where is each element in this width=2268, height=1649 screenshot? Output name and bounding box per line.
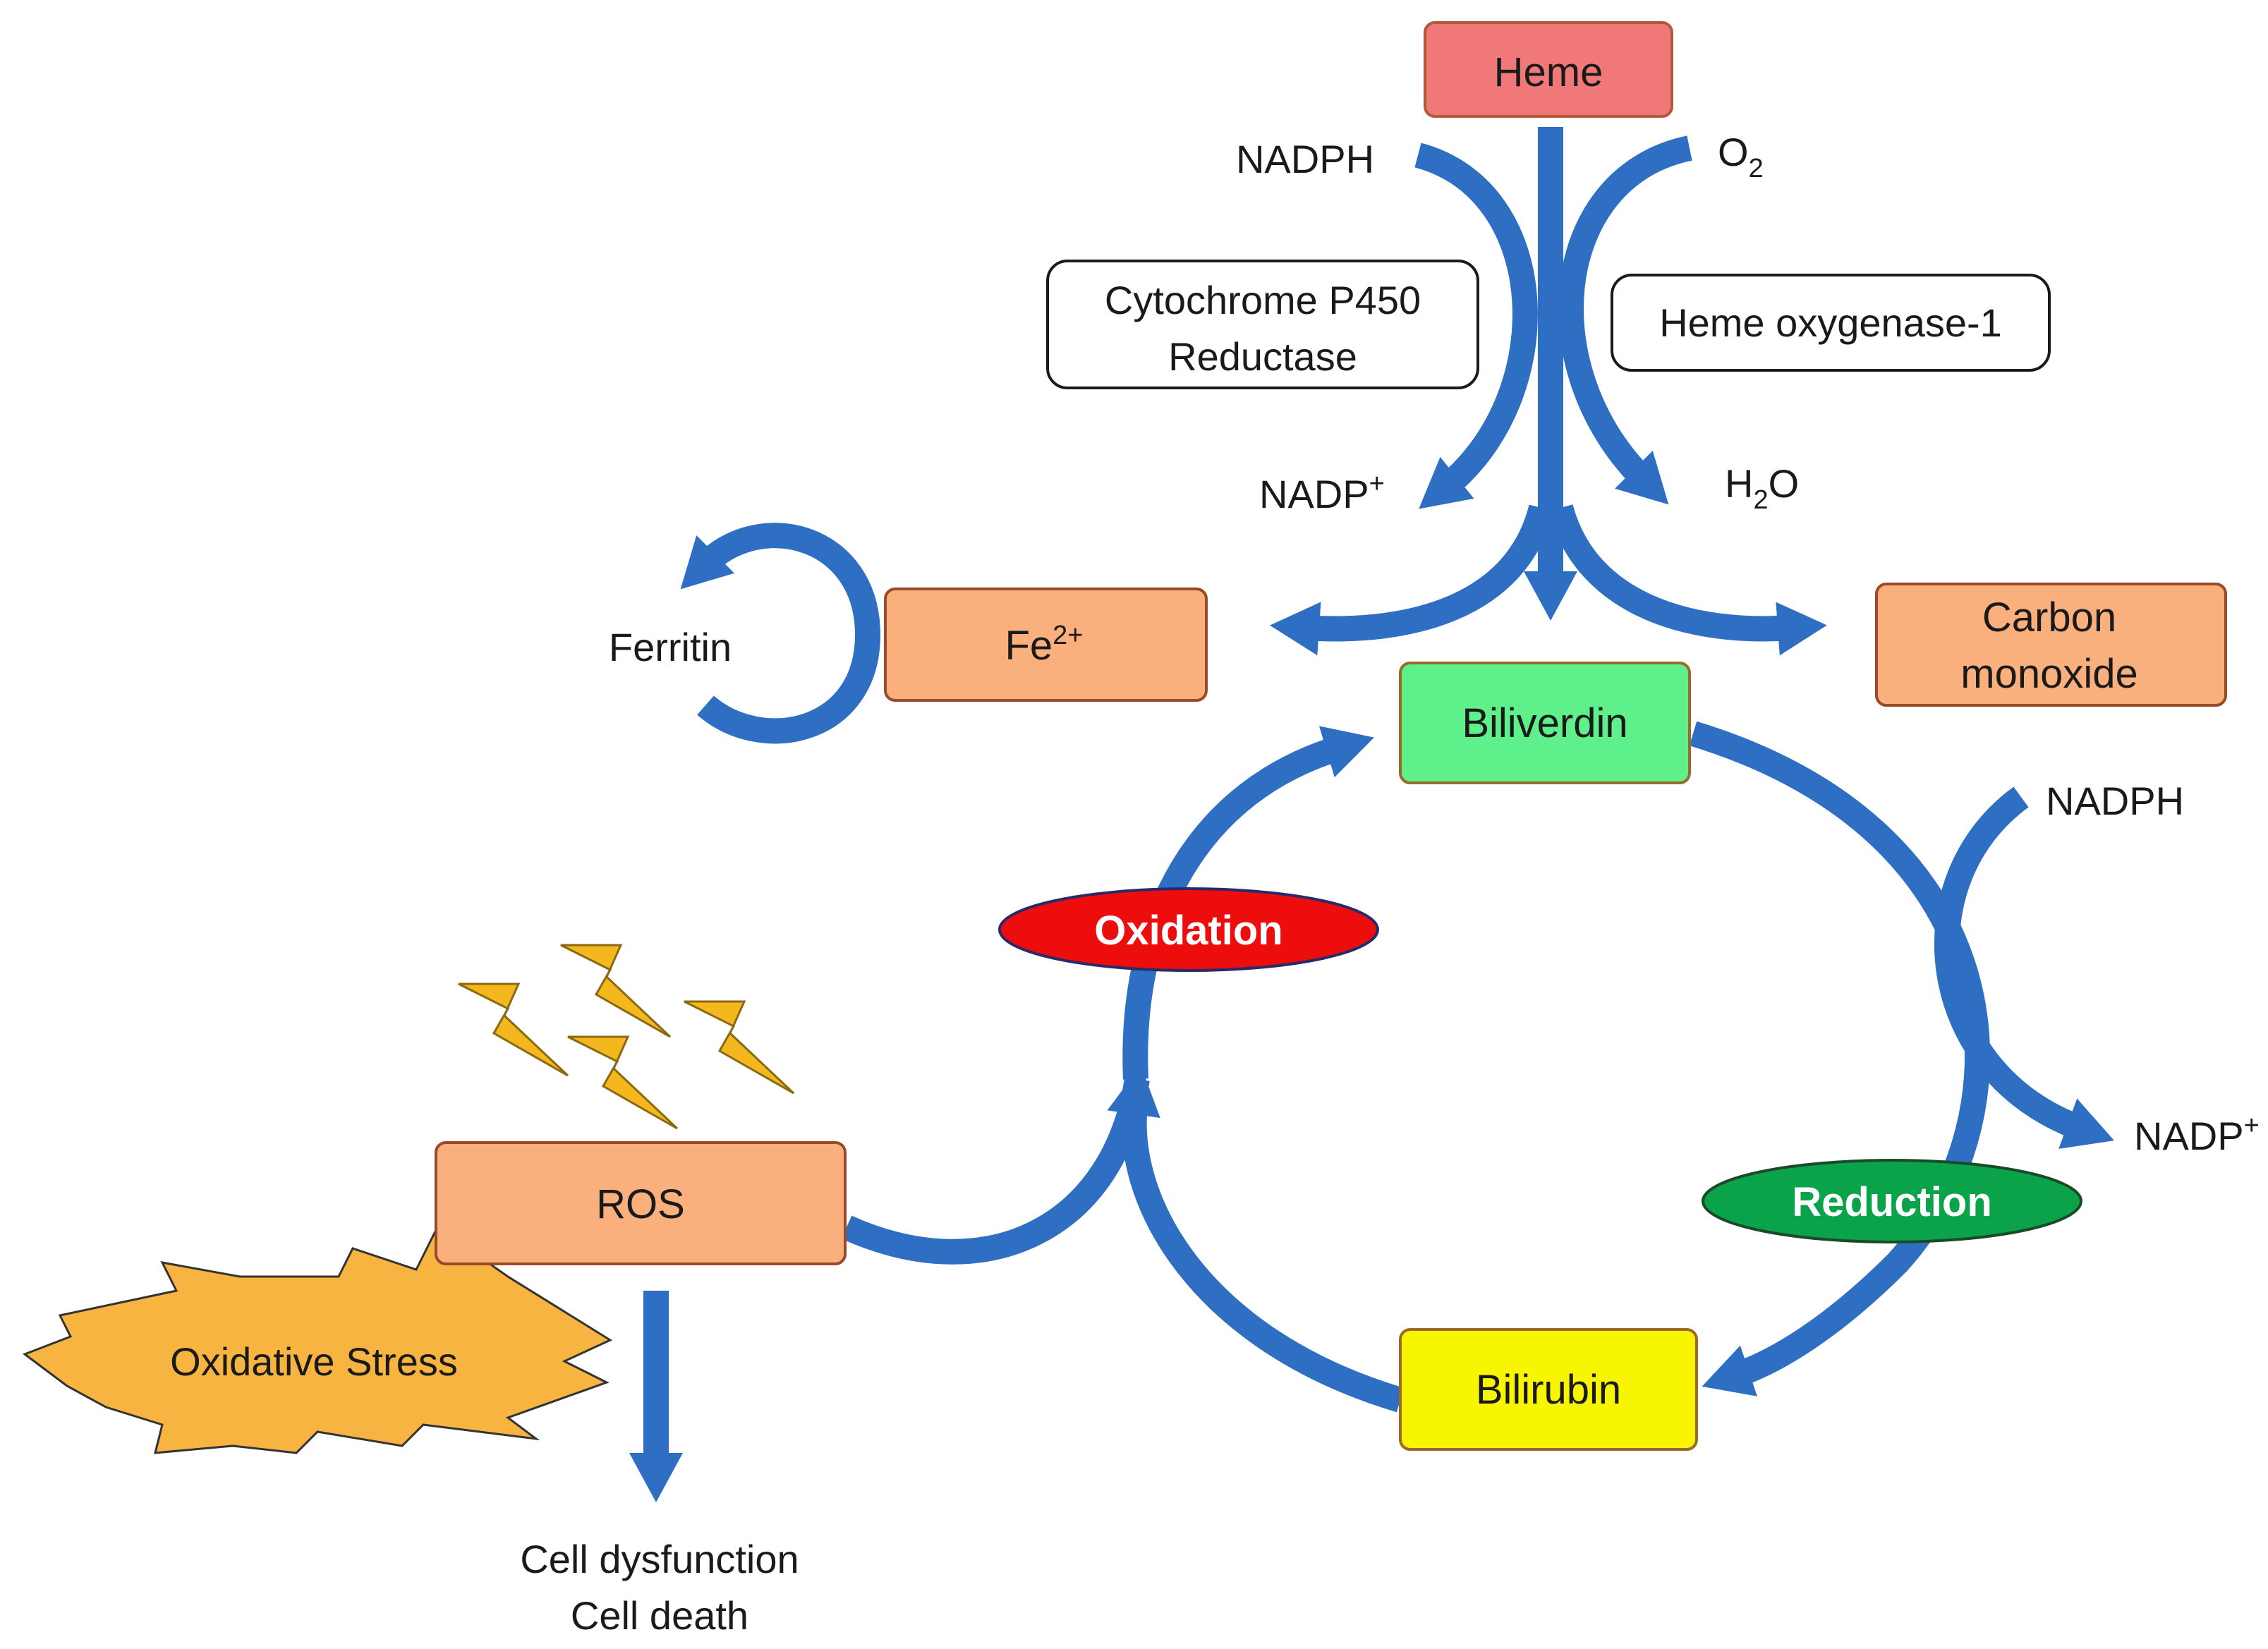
oxidation-to-biliverdin-arrow xyxy=(1122,726,1374,1080)
nadph-top-label: NADPH xyxy=(1236,137,1374,181)
lightning-bolt-icon xyxy=(684,1000,795,1095)
cpr-label-line2: Reductase xyxy=(1168,334,1357,379)
heme-to-fe-arrow xyxy=(1270,504,1554,656)
heme-to-co-arrow xyxy=(1548,504,1827,656)
fe-superscript: 2+ xyxy=(1053,621,1083,650)
oxidative-stress-starburst xyxy=(22,1225,613,1454)
lightning-bolt-icon xyxy=(567,1035,679,1130)
o2-label: O2 xyxy=(1718,130,1764,183)
arrows xyxy=(629,127,2114,1502)
carbon-monoxide-label-line1: Carbon xyxy=(1982,595,2116,640)
bilirubin-node: Bilirubin xyxy=(1399,1328,1698,1451)
cell-dysfunction-label: Cell dysfunction xyxy=(520,1537,799,1581)
h2o-subscript: 2 xyxy=(1753,485,1768,515)
o2-subscript: 2 xyxy=(1749,154,1764,183)
carbon-monoxide-label-line2: monoxide xyxy=(1960,651,2137,697)
heme-oxygenase-1-box: Heme oxygenase-1 xyxy=(1611,274,2051,372)
carbon-monoxide-node: Carbon monoxide xyxy=(1875,583,2227,707)
nadp-right-label: NADP+ xyxy=(2134,1111,2260,1158)
nadph-to-nadp-right-arrow xyxy=(1934,786,2114,1149)
biliverdin-node: Biliverdin xyxy=(1399,662,1691,784)
ferritin-label: Ferritin xyxy=(609,625,732,669)
nadp-top-label: NADP+ xyxy=(1259,469,1385,516)
cytochrome-p450-reductase-box: Cytochrome P450 Reductase xyxy=(1046,260,1479,389)
cpr-label-line1: Cytochrome P450 xyxy=(1105,278,1421,322)
ros-label: ROS xyxy=(596,1181,685,1227)
heme-label: Heme xyxy=(1494,49,1603,95)
reduction-arc-arrow xyxy=(1689,721,1991,1397)
nadph-right-label: NADPH xyxy=(2046,779,2184,823)
h2o-label: H2O xyxy=(1725,461,1799,515)
reduction-label: Reduction xyxy=(1792,1179,1992,1225)
nadp-top-superscript: + xyxy=(1369,469,1385,499)
biliverdin-label: Biliverdin xyxy=(1462,700,1627,746)
lightning-bolt-icon xyxy=(458,982,569,1077)
oxidation-label: Oxidation xyxy=(1094,908,1282,954)
ferritin-cycle-arrow xyxy=(680,523,881,744)
nadp-right-superscript: + xyxy=(2244,1111,2260,1140)
heme-node: Heme xyxy=(1424,21,1673,118)
ros-to-cycle-arrow xyxy=(841,1077,1150,1265)
lightning-bolts xyxy=(458,944,795,1130)
cell-death-label: Cell death xyxy=(571,1593,748,1638)
bilirubin-label: Bilirubin xyxy=(1476,1367,1621,1413)
oxidation-ellipse: Oxidation xyxy=(998,887,1379,972)
oxidative-stress-label: Oxidative Stress xyxy=(170,1339,458,1384)
ros-node: ROS xyxy=(435,1141,847,1265)
reduction-ellipse: Reduction xyxy=(1702,1159,2082,1243)
bilirubin-to-oxidation-arrow xyxy=(1107,1065,1405,1413)
nadph-to-nadp-arrow xyxy=(1414,142,1538,509)
o2-to-h2o-arrow xyxy=(1558,135,1692,505)
fe-label: Fe2+ xyxy=(1005,621,1083,669)
lightning-bolt-icon xyxy=(560,944,672,1038)
ho1-label: Heme oxygenase-1 xyxy=(1659,300,2002,345)
fe-node: Fe2+ xyxy=(884,588,1208,702)
